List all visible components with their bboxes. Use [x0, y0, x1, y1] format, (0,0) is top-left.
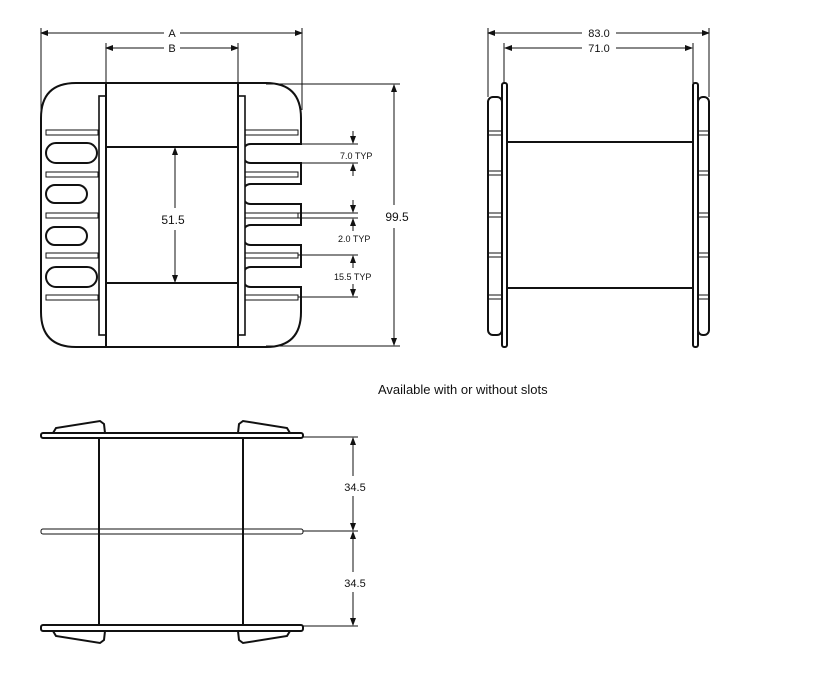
slots-note: Available with or without slots [378, 382, 548, 397]
dim-lower-section: 34.5 [344, 578, 365, 590]
dim-window-height: 51.5 [161, 213, 185, 227]
bottom-plate [40, 624, 304, 632]
left-ribs [45, 129, 99, 301]
left-inner-flange [501, 82, 508, 348]
bottom-view: 34.5 34.5 [40, 419, 366, 645]
side-view: 83.0 71.0 [487, 28, 710, 348]
dim-a-label: A [168, 28, 176, 40]
tab-bottom-right [237, 630, 291, 645]
dim-rib-thickness: 2.0 TYP [338, 234, 370, 244]
dim-slot-pitch: 7.0 TYP [340, 151, 372, 161]
right-flange [237, 95, 246, 336]
middle-plate [40, 528, 304, 535]
tab-top-left [52, 419, 106, 434]
dim-section-pitch: 15.5 TYP [334, 272, 371, 282]
top-plate [40, 432, 304, 439]
left-flange [98, 95, 107, 336]
left-slots [45, 142, 98, 288]
right-ribs [244, 129, 299, 301]
dim-inner-width: 71.0 [588, 43, 609, 55]
right-inner-flange [692, 82, 699, 348]
dim-upper-section: 34.5 [344, 482, 365, 494]
tab-bottom-left [52, 630, 106, 645]
front-view: A B 51.5 99.5 7.0 TYP 2.0 TYP 15.5 T [40, 28, 409, 348]
tab-top-right [237, 419, 291, 434]
dim-overall-height: 99.5 [385, 210, 409, 224]
dim-overall-width: 83.0 [588, 28, 609, 40]
dim-b-label: B [168, 43, 175, 55]
